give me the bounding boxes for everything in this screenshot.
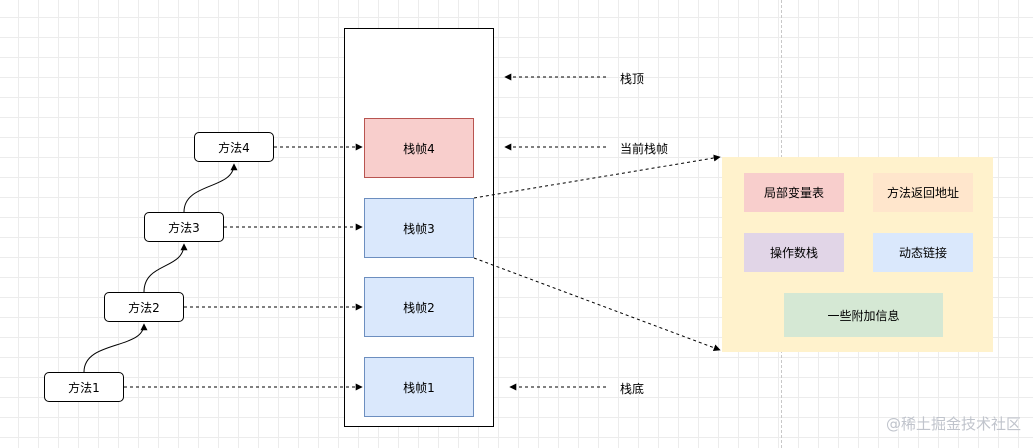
- method-4-label: 方法4: [218, 140, 250, 155]
- local-variable-table: 局部变量表: [744, 173, 844, 212]
- return-address: 方法返回地址: [873, 173, 973, 212]
- stack-frame-4-label: 栈帧4: [403, 141, 435, 156]
- method-2-label: 方法2: [128, 300, 160, 315]
- stack-frame-1: 栈帧1: [364, 357, 474, 417]
- method-3-label: 方法3: [168, 220, 200, 235]
- additional-info: 一些附加信息: [784, 293, 943, 337]
- watermark-text: @稀土掘金技术社区: [885, 415, 1021, 433]
- stack-frame-2-label: 栈帧2: [403, 300, 435, 315]
- frame-3-expand-top-arrow: [473, 154, 721, 199]
- dynamic-linking-label: 动态链接: [898, 246, 947, 260]
- frame-3-expand-bottom-arrow: [473, 257, 721, 352]
- stack-frame-4: 栈帧4: [364, 118, 474, 178]
- method-1-node: 方法1: [44, 372, 124, 402]
- return-address-label: 方法返回地址: [886, 186, 959, 200]
- local-variable-table-label: 局部变量表: [763, 186, 824, 200]
- method-3-to-method-4-curve: [183, 163, 238, 213]
- method-1-label: 方法1: [68, 380, 100, 395]
- operand-stack-label: 操作数栈: [769, 246, 818, 260]
- stack-frame-3-label: 栈帧3: [403, 221, 435, 236]
- method-2-to-method-3-curve: [143, 243, 188, 293]
- method-3-node: 方法3: [144, 212, 224, 242]
- stack-bottom-label: 栈底: [620, 382, 645, 396]
- additional-info-label: 一些附加信息: [827, 308, 900, 323]
- stack-top-label: 栈顶: [620, 72, 645, 86]
- stack-frame-2: 栈帧2: [364, 277, 474, 337]
- method-1-to-method-2-curve: [83, 323, 148, 373]
- method-2-node: 方法2: [104, 292, 184, 322]
- operand-stack: 操作数栈: [744, 233, 844, 272]
- current-frame-label: 当前栈帧: [620, 142, 669, 156]
- stack-frame-3: 栈帧3: [364, 198, 474, 258]
- stack-frame-1-label: 栈帧1: [403, 380, 435, 395]
- method-4-node: 方法4: [194, 132, 274, 162]
- dynamic-linking: 动态链接: [873, 233, 973, 272]
